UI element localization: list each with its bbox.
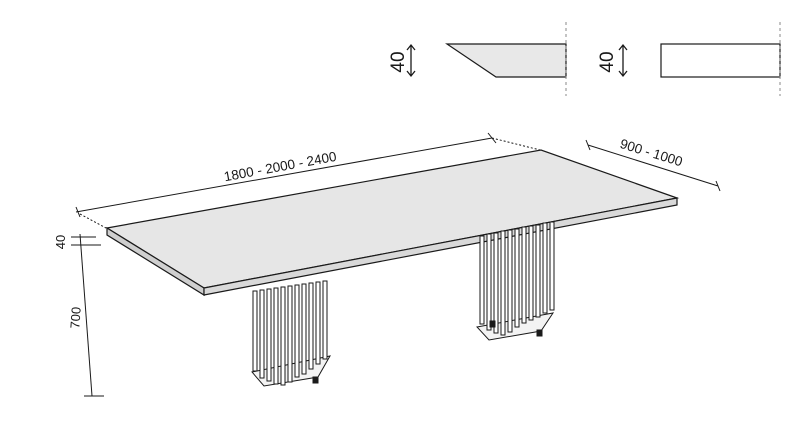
length-dimension: [75, 132, 541, 229]
bevel-edge-detail: 40: [388, 22, 567, 96]
square-edge-profile: [660, 43, 781, 78]
square-thickness-arrow-icon: [618, 43, 628, 78]
right-leg-base: [476, 221, 555, 341]
square-thickness-label: 40: [597, 51, 618, 72]
height-dimension: [71, 233, 104, 397]
depth-dimension: [585, 139, 721, 192]
tabletop-side-edge: [203, 197, 678, 296]
tabletop: [105, 149, 680, 297]
bevel-thickness-arrow-icon: [406, 43, 416, 78]
depth-label: 900 - 1000: [618, 136, 684, 169]
height-label: 700: [67, 306, 83, 329]
bevel-edge-profile: [445, 43, 567, 78]
square-edge-detail: 40: [597, 22, 781, 96]
top-thickness-label: 40: [53, 235, 68, 249]
left-leg-base: [251, 280, 331, 387]
length-label: 1800 - 2000 - 2400: [223, 149, 338, 185]
bevel-thickness-label: 40: [388, 51, 409, 72]
